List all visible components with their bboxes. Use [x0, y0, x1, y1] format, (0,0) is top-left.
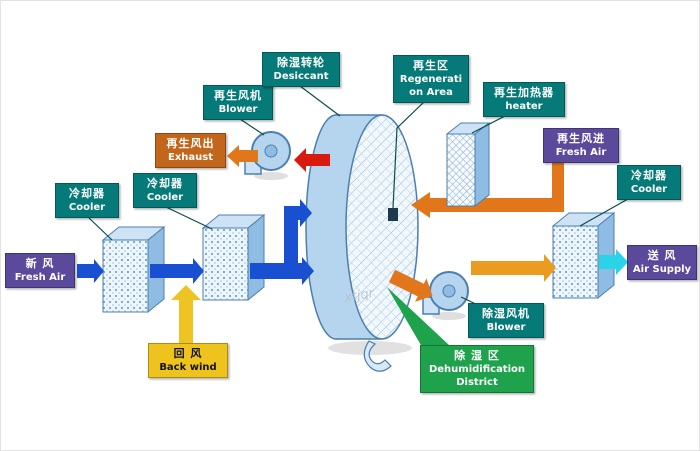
label-cooler-1: 冷却器 Cooler [55, 183, 119, 219]
cooler-unit-2 [201, 213, 266, 302]
label-regen-blower: 再生风机 Blower [203, 85, 273, 121]
label-regeneration-area: 再生区 Regenerati on Area [393, 55, 469, 104]
arrow-dehumid-blower-to-cooler3 [471, 254, 556, 282]
label-fresh-air-in: 新 风 Fresh Air [5, 253, 75, 289]
dehumid-district-pointer [387, 287, 449, 352]
regen-heater-unit [445, 121, 491, 208]
label-cooler-3: 冷却器 Cooler [617, 165, 681, 201]
arrow-cooler1-to-cooler2 [150, 258, 204, 284]
label-dehumid-blower: 除湿风机 Blower [468, 303, 544, 339]
arrow-regen-blower-to-exhaust [227, 145, 258, 167]
rotor-seal-sheet [363, 340, 392, 372]
arrow-fresh-air-to-cooler1 [77, 259, 104, 283]
label-dehumid-district: 除 湿 区 Dehumidification District [420, 345, 534, 394]
dehumidification-blower-fan [422, 271, 469, 320]
label-cooler-2: 冷却器 Cooler [133, 173, 197, 209]
arrow-wheel-to-regen-blower [294, 148, 330, 172]
arrow-cooler3-to-air-supply [599, 249, 628, 275]
wheel-face [345, 114, 419, 340]
label-back-wind: 回 风 Back wind [148, 343, 228, 379]
arrow-cooler2-to-wheel-upper [284, 199, 312, 264]
watermark-text: xtjqr [342, 286, 377, 306]
wheel-axle-block [388, 208, 398, 221]
cooler-unit-1 [101, 225, 166, 314]
label-air-supply: 送 风 Air Supply [627, 245, 697, 281]
label-desiccant-wheel: 除湿转轮 Desiccant [262, 52, 340, 88]
label-regen-heater: 再生加热器 heater [483, 82, 565, 118]
arrow-wheel-to-dehumid-blower [388, 269, 433, 302]
arrow-back-wind-up [171, 285, 201, 343]
cooler-unit-3 [551, 211, 616, 300]
label-regen-fresh-air: 再生风进 Fresh Air [543, 128, 619, 164]
label-exhaust: 再生风出 Exhaust [155, 133, 226, 169]
label-connectors [87, 85, 629, 307]
regeneration-blower-fan [244, 131, 291, 180]
